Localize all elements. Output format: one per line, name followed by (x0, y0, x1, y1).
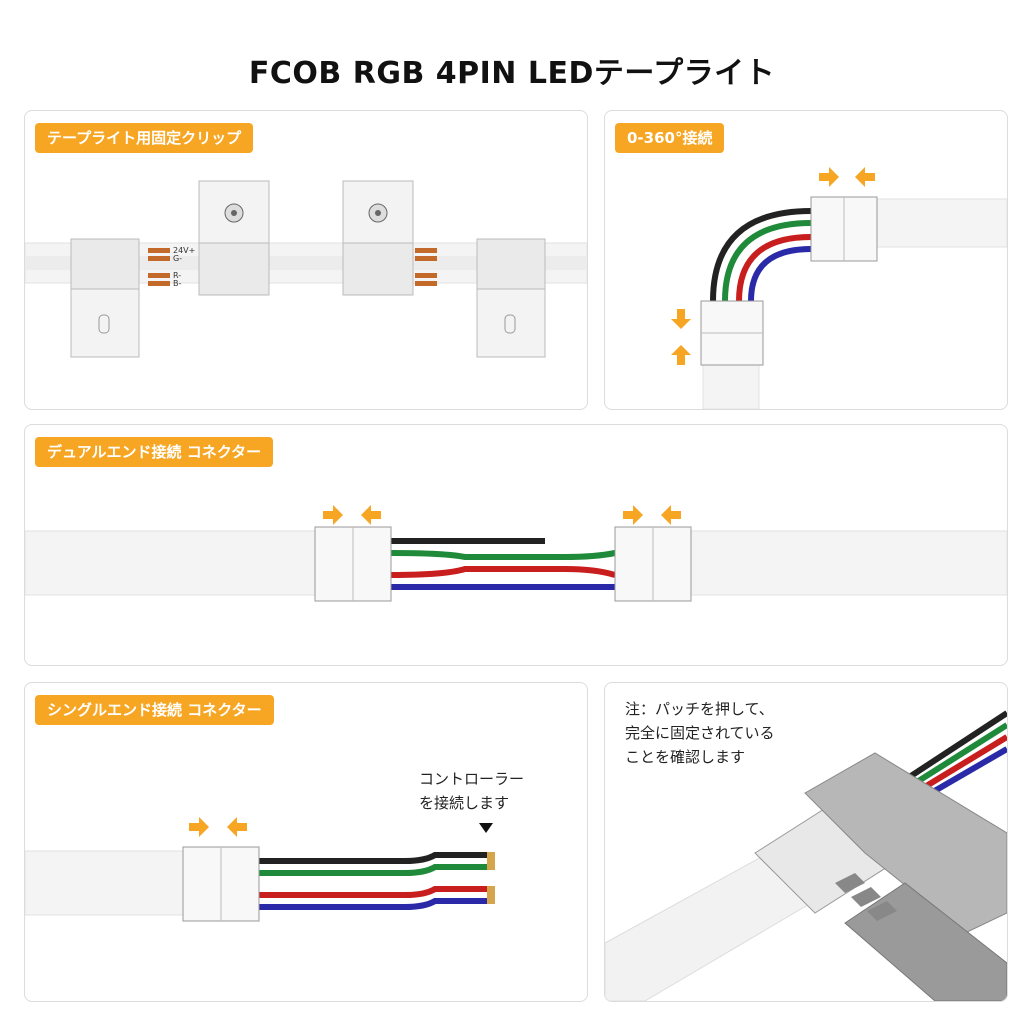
led-tape (25, 850, 186, 916)
arrow-left-icon (361, 505, 381, 525)
single-label: シングルエンド接続 コネクター (35, 695, 274, 725)
single-illustration (25, 817, 495, 922)
mounting-clip (476, 238, 546, 358)
arrow-right-icon (323, 505, 343, 525)
controller-note-line: コントローラー (419, 770, 525, 788)
pin-label-g: G- (173, 254, 182, 263)
press-note-line: ことを確認します (625, 748, 746, 766)
pin-label-b: B- (173, 279, 181, 288)
rotate-illustration (671, 167, 1007, 409)
controller-note: コントローラー を接続します (419, 767, 524, 815)
arrow-right-icon (819, 167, 839, 187)
pliers (804, 752, 1007, 934)
pin-label-r: R- (173, 271, 181, 280)
arrow-left-icon (855, 167, 875, 187)
dual-illustration (25, 505, 1007, 602)
arrow-left-icon (661, 505, 681, 525)
page-title: FCOB RGB 4PIN LEDテープライト (248, 56, 776, 91)
press-note: 注：パッチを押して、 完全に固定されている ことを確認します (625, 697, 775, 769)
controller-note-line: を接続します (419, 794, 510, 812)
arrow-down-icon (671, 309, 691, 329)
mounting-clip (198, 180, 270, 296)
pin-markers (415, 248, 437, 286)
rotate-panel: 0-360°接続 (604, 110, 1008, 410)
pin-markers: 24V+ G- R- B- (148, 246, 195, 288)
arrow-left-icon (227, 817, 247, 837)
arrow-up-icon (671, 345, 691, 365)
clip-label: テープライト用固定クリップ (35, 123, 254, 153)
mounting-clip (342, 180, 414, 296)
led-tape (686, 530, 1007, 596)
clip-illustration: 24V+ G- R- B- (25, 180, 587, 358)
led-tape (25, 530, 316, 596)
press-note-line: 完全に固定されている (625, 724, 775, 742)
press-illustration (605, 710, 1007, 1001)
arrow-right-icon (189, 817, 209, 837)
rotate-label: 0-360°接続 (615, 123, 725, 153)
dual-label: デュアルエンド接続 コネクター (35, 437, 274, 467)
press-note-line: 注：パッチを押して、 (625, 700, 774, 718)
single-panel: シングルエンド接続 コネクター コントローラー を接続します (24, 682, 588, 1002)
clip-panel: テープライト用固定クリップ 24V+ G- R- B- (24, 110, 588, 410)
mounting-clip (70, 238, 140, 358)
dual-panel: デュアルエンド接続 コネクター (24, 424, 1008, 666)
arrow-right-icon (623, 505, 643, 525)
note-panel: 注：パッチを押して、 完全に固定されている ことを確認します (604, 682, 1008, 1002)
pin-label-24v: 24V+ (173, 246, 195, 255)
triangle-down-icon (479, 823, 493, 833)
